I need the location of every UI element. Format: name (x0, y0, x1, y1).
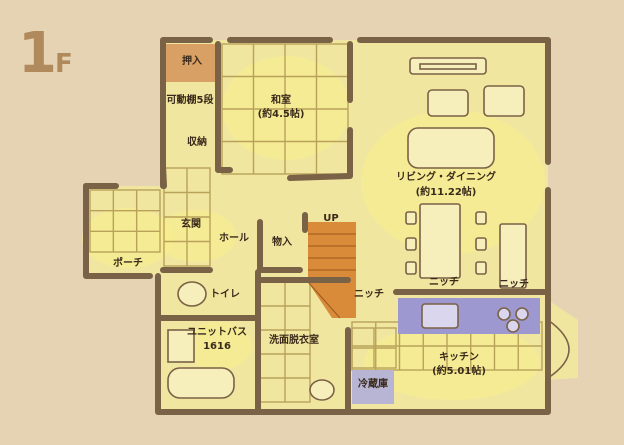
wall (257, 219, 303, 273)
wall (155, 187, 551, 415)
label-washitsu: 和室 (271, 94, 291, 106)
dining-chair (405, 261, 417, 275)
dining-chair (475, 261, 487, 275)
label-porch: ポーチ (113, 257, 143, 269)
cupboard (499, 223, 527, 289)
fixtures (167, 57, 570, 401)
tile-grid (163, 167, 211, 267)
label-toilet: トイレ (210, 288, 240, 300)
label-kitchen-size: (約5.01帖) (432, 365, 486, 377)
toilet-bowl (177, 281, 207, 307)
light-glow (364, 324, 540, 400)
label-living: リビング・ダイニング (396, 171, 496, 183)
wall (83, 183, 153, 279)
stove-burner (506, 319, 520, 333)
label-unitbath-size: 1616 (203, 340, 231, 352)
tile-grid (351, 327, 397, 369)
back-door-swing (547, 319, 570, 379)
wall (357, 37, 551, 165)
bath-panel (167, 329, 195, 363)
label-genkan: 玄関 (181, 218, 201, 230)
dining-chair (405, 237, 417, 251)
armchair-right (483, 85, 525, 117)
tv-board-inner (419, 63, 477, 70)
label-reizoko: 冷蔵庫 (358, 378, 388, 390)
label-kitchen: キッチン (439, 351, 479, 363)
stair-upper (308, 222, 356, 282)
tile-grid (221, 43, 349, 175)
wall (287, 127, 353, 181)
label-shuno: 収納 (187, 136, 207, 148)
label-up: UP (323, 212, 339, 224)
stove-burner (497, 307, 511, 321)
armchair-left (427, 89, 469, 117)
light-glow (184, 322, 252, 370)
floor-indicator: 1F (18, 26, 73, 82)
label-niche-right: ニッチ (499, 278, 529, 290)
label-unitbath: ユニットバス (187, 326, 247, 338)
label-niche-left: ニッチ (354, 288, 384, 300)
light-glow (82, 208, 174, 268)
stair-winder (308, 282, 356, 318)
refrigerator (352, 370, 394, 404)
oshiire-closet (166, 44, 218, 82)
wall (160, 163, 167, 189)
wall (215, 41, 233, 173)
walls (83, 37, 551, 415)
floor-number: 1 (18, 21, 57, 86)
dining-chair (405, 211, 417, 225)
staircase (307, 222, 356, 319)
label-monoire: 物入 (272, 236, 292, 248)
label-senmen: 洗面脱衣室 (269, 334, 319, 346)
kitchen-sink (421, 303, 459, 329)
bathtub (167, 367, 235, 399)
wall (160, 37, 213, 189)
tile-grid (89, 189, 161, 253)
dining-chair (475, 211, 487, 225)
sofa (407, 127, 495, 169)
label-kadoudana: 可動棚5段 (166, 94, 214, 106)
wash-basin (309, 379, 335, 401)
label-hall: ホール (219, 232, 249, 244)
stove-burner (515, 307, 529, 321)
label-washitsu-size: (約4.5帖) (257, 108, 305, 120)
label-niche-top: ニッチ (429, 276, 459, 288)
dining-chair (475, 237, 487, 251)
dining-table (419, 203, 461, 279)
light-glow (156, 210, 236, 262)
tv-board (409, 57, 487, 75)
floor-suffix: F (54, 49, 73, 79)
label-oshiire: 押入 (182, 55, 202, 67)
label-living-size: (約11.22帖) (415, 186, 477, 198)
